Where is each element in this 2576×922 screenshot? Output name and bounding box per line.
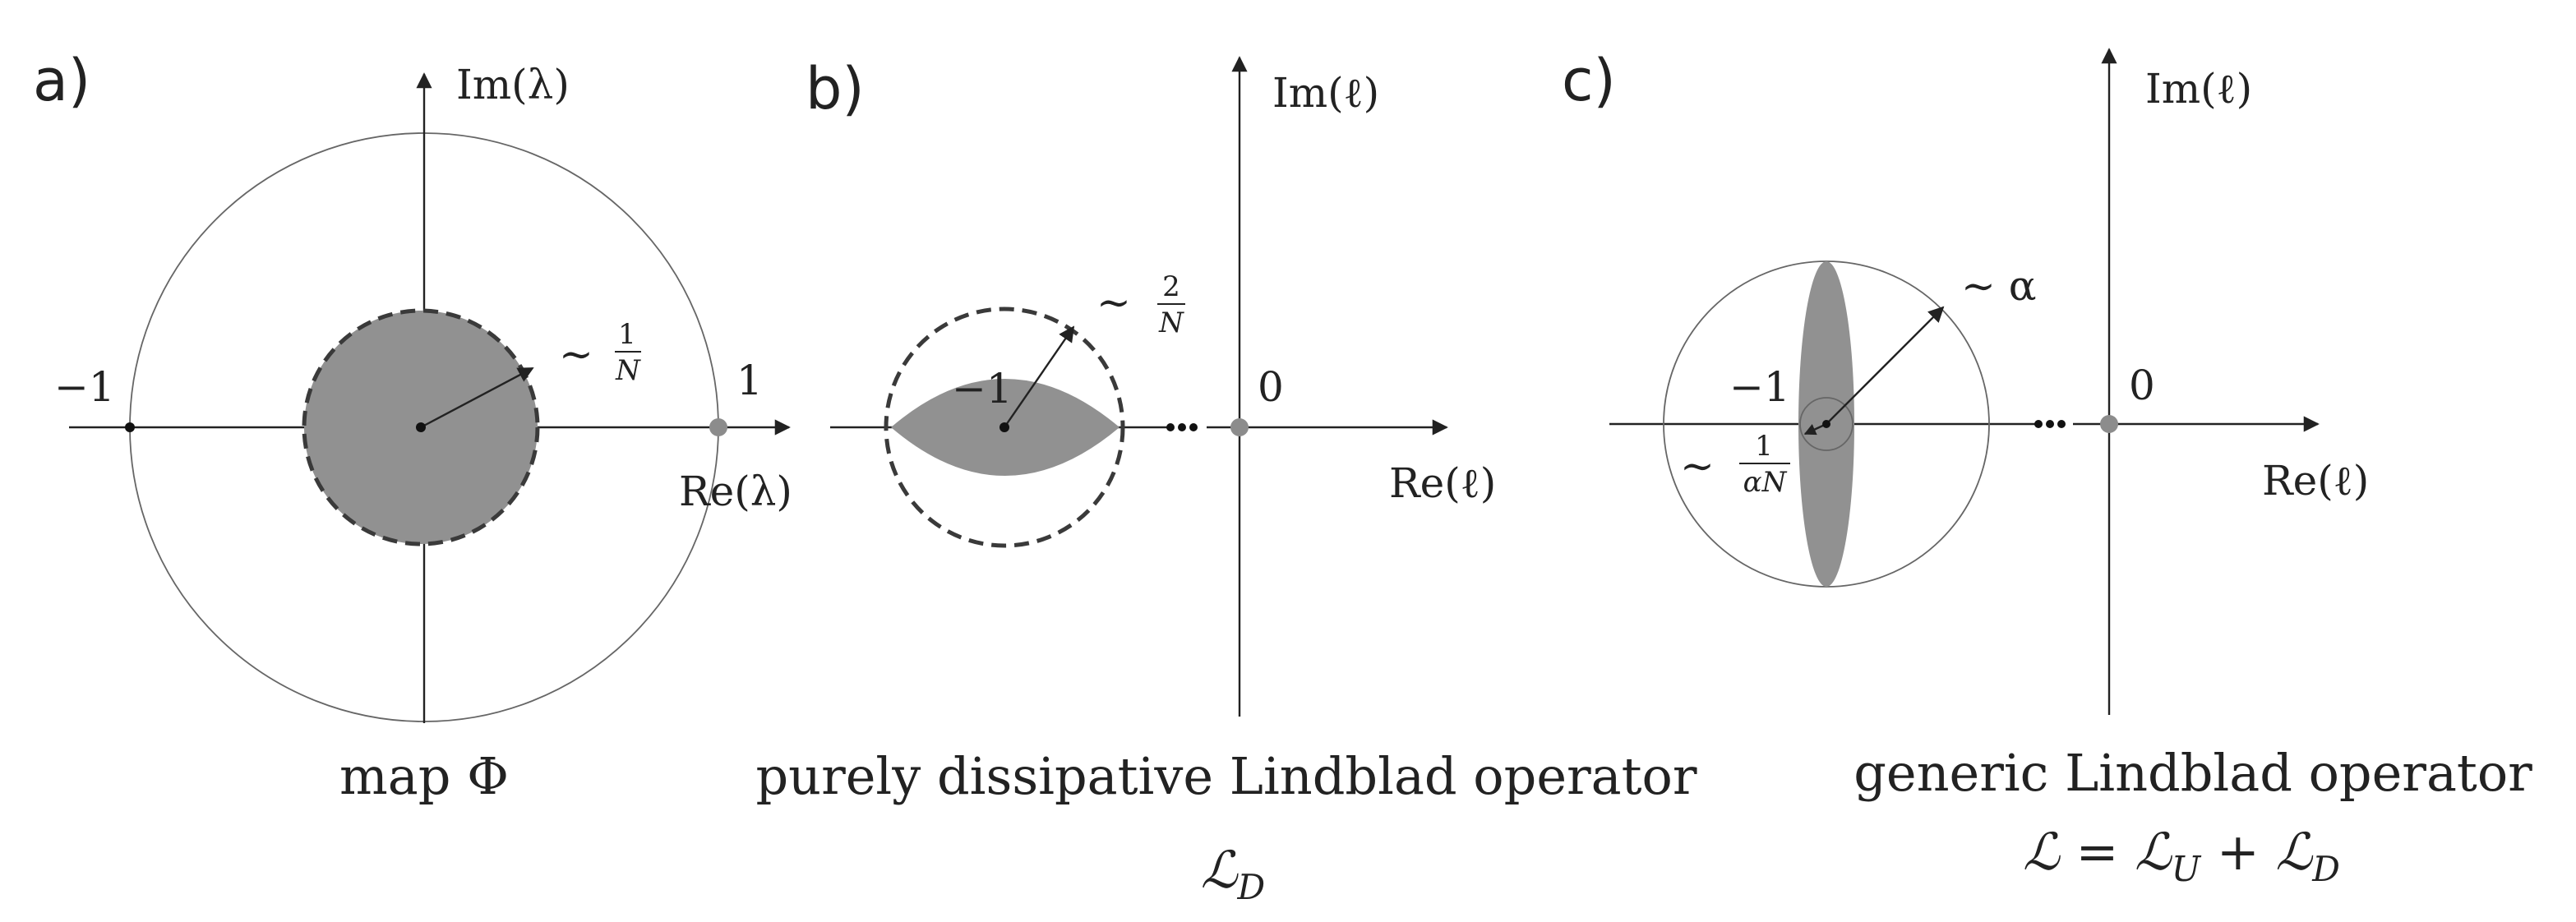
- ellipsis-dot-1: [1166, 423, 1175, 431]
- ellipsis-dot-3: [1189, 423, 1198, 431]
- im-label-a: Im(λ): [456, 61, 570, 108]
- one-label-a: 1: [736, 357, 763, 404]
- ellipsis-dot-c1: [2034, 420, 2043, 428]
- panel-c: c) Im(ℓ) Re(ℓ) −1 0 ∼ α ∼ 1 αN gen: [1562, 47, 2532, 889]
- radius-arrow-b: [1004, 325, 1075, 428]
- ellipsis-dot-2: [1178, 423, 1186, 431]
- panel-a: a) Im(λ) Re(λ) −1 1 ∼ 1 N map Φ: [33, 47, 792, 806]
- panel-a-letter: a): [33, 47, 90, 114]
- minus-one-label-a: −1: [54, 363, 115, 411]
- minus-one-label-b: −1: [952, 365, 1013, 413]
- caption-b-line1: purely dissipative Lindblad operator: [755, 746, 1697, 806]
- minus-one-label-c: −1: [1729, 363, 1790, 411]
- minus-one-dot-a: [125, 422, 135, 432]
- im-label-c: Im(ℓ): [2145, 65, 2252, 113]
- zero-label-c: 0: [2129, 362, 2155, 409]
- caption-a: map Φ: [339, 746, 509, 806]
- panel-b-letter: b): [806, 55, 865, 122]
- radius-tilde-b: ∼: [1096, 279, 1131, 326]
- radius-num-b: 2: [1162, 270, 1180, 303]
- caption-c-line1: generic Lindblad operator: [1854, 743, 2532, 803]
- center-dot-c: [1822, 420, 1830, 428]
- im-label-b: Im(ℓ): [1272, 69, 1379, 117]
- ellipsis-dot-c3: [2057, 420, 2066, 428]
- dashed-circle-b: [884, 307, 1125, 548]
- panel-c-letter: c): [1562, 47, 1616, 114]
- radius-tilde-a: ∼: [559, 330, 593, 378]
- alpha-arrow-c: [1826, 306, 1945, 425]
- caption-b-line2: ℒD: [1201, 840, 1265, 907]
- ellipsis-dot-c2: [2046, 420, 2054, 428]
- radius-num-a: 1: [618, 318, 636, 351]
- panel-b: b) Im(ℓ) Re(ℓ) −1 0 ∼ 2 N purely dissipa…: [755, 55, 1697, 907]
- caption-c-line2: ℒ = ℒU + ℒD: [2023, 822, 2340, 889]
- re-label-c: Re(ℓ): [2262, 457, 2369, 505]
- small-den-c: αN: [1743, 466, 1788, 499]
- dashed-boundary-a: [302, 308, 540, 546]
- zero-dot-b: [1230, 418, 1249, 436]
- small-circle-c: [1799, 397, 1854, 451]
- radius-den-a: N: [615, 354, 641, 387]
- re-label-a: Re(λ): [679, 468, 792, 515]
- small-num-c: 1: [1755, 430, 1773, 463]
- alpha-label-c: ∼ α: [1961, 262, 2037, 310]
- zero-label-b: 0: [1258, 363, 1284, 411]
- center-dot-b: [999, 422, 1009, 432]
- one-dot-a: [709, 418, 727, 436]
- radius-den-b: N: [1158, 307, 1184, 339]
- zero-dot-c: [2100, 415, 2118, 433]
- re-label-b: Re(ℓ): [1389, 459, 1496, 507]
- center-dot-a: [416, 422, 426, 432]
- radius-arrow-a: [420, 366, 534, 429]
- small-tilde-c: ∼: [1680, 442, 1715, 490]
